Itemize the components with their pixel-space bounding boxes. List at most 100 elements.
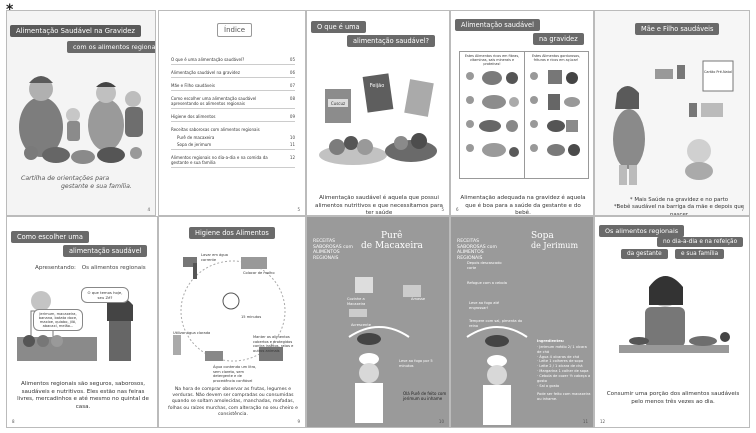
ingredient-item: · Leite 1 colheres de sopa: [537, 359, 584, 364]
soup-step-4: Tempere com sal, pimenta do reino: [469, 319, 523, 328]
recipe-side-label: RECEITAS SABOROSAS com ALIMENTOS REGIONA…: [313, 239, 353, 261]
daily-banner-4: e sua família: [675, 249, 725, 259]
toc-row[interactable]: Alimentos regionais no dia-a-dia e na co…: [171, 154, 295, 168]
index-title: Índice: [217, 23, 253, 37]
mother-child-note-2: *Bebê saudável na barriga da mãe e depoi…: [613, 204, 745, 216]
page-number: 4: [147, 207, 150, 212]
page-number: 12: [600, 419, 606, 424]
page-number: 5: [441, 207, 444, 212]
soup-step-2: Refogue com a cebola: [467, 281, 507, 285]
label-cuscuz: Cuscuz: [331, 101, 345, 106]
cover-subtitle-banner: com os alimentos regionais: [67, 41, 155, 53]
toc-page: 10: [289, 135, 295, 140]
ingredients-title: Ingredientes:: [537, 339, 565, 343]
toc-label: Alimentação saudável na gravidez: [171, 70, 240, 75]
page-number: 8: [12, 419, 15, 424]
toc-label: Mãe e Filho saudáveis: [171, 83, 215, 88]
soup-step-1: Depois descascado corte: [467, 261, 502, 270]
toc-label: Sopa de jerimum: [177, 142, 212, 147]
recipe-step-2: Amasse: [411, 297, 426, 301]
recipe-title-1: Purê: [381, 231, 403, 241]
mother-child-notes: * Mais Saúde na gravidez e no parto *Beb…: [609, 197, 749, 216]
toc-page: 05: [289, 57, 295, 62]
hygiene-cycle-illustration: [173, 257, 286, 362]
ingredient-item: · Leite 2 / 1 xícara de chá: [537, 364, 583, 369]
recipe-chef-note: Olá Purê de feito com jerimum ou inhame: [403, 391, 447, 402]
mother-child-note-1: * Mais Saúde na gravidez e no parto: [629, 197, 729, 203]
recipe-step-4: Leve ao fogo por 5 minutos: [399, 359, 433, 368]
daily-banner-2: no dia-a-dia e na refeição: [657, 237, 744, 247]
toc-label: Receitas saborosas com alimentos regiona…: [171, 127, 260, 132]
choose-text: Alimentos regionais são seguros, saboros…: [17, 381, 149, 410]
food-comparison-illustration: [466, 70, 580, 157]
toc-page: 07: [289, 83, 295, 88]
recipe-step-1: Cozinhe a Macaxeira: [347, 297, 366, 306]
page-number: 7: [741, 207, 744, 212]
page-food-hygiene: Higiene dos Alimentos Lavar em água corr…: [158, 216, 306, 428]
hygiene-step-1: Lavar em água corrente: [201, 253, 228, 262]
mother-child-illustration: Cartão Pré-Natal: [613, 60, 734, 185]
pregnancy-banner-2: na gravidez: [533, 33, 584, 45]
recipe-title: Sopa de Jerimum: [531, 231, 578, 250]
page-mother-child: Mãe e Filho saudáveis Cartão Pré-Natal *…: [594, 10, 750, 216]
toc-label: Alimentos regionais no dia-a-dia e na co…: [171, 155, 268, 165]
daily-banner-3: da gestante: [621, 249, 668, 259]
daily-text: Consumir uma porção dos alimentos saudáv…: [606, 391, 740, 405]
choose-subtitle-value: Os alimentos regionais: [81, 265, 146, 271]
hygiene-step-4: Utilizar água clorada: [173, 331, 211, 335]
toc-row[interactable]: Alimentação saudável na gravidez 06: [171, 69, 295, 78]
page-pregnancy-food: Alimentação saudável na gravidez Estes A…: [450, 10, 594, 216]
page-number: 6: [456, 207, 459, 212]
healthy-banner-1: O que é uma: [311, 21, 366, 33]
chef-illustration: [348, 277, 421, 423]
page-number: 10: [438, 419, 444, 424]
recipe-side-label: RECEITAS SABOROSAS com ALIMENTOS REGIONA…: [457, 239, 497, 261]
speech-bubble-question: O que temos hoje, seu Zé?: [81, 287, 129, 303]
page-number: 9: [297, 419, 300, 424]
pregnancy-banner-1: Alimentação saudável: [455, 19, 540, 31]
soup-extra-note: Pode ser feito com macaxeira ou inhame.: [537, 392, 591, 402]
toc-page: 08: [289, 96, 295, 101]
woman-cooking-illustration: [619, 276, 730, 353]
toc-row[interactable]: Como escolher uma alimentação saudável a…: [171, 95, 295, 109]
mother-child-banner: Mãe e Filho saudáveis: [635, 23, 720, 35]
toc-row[interactable]: Receitas saborosas com alimentos regiona…: [171, 126, 295, 134]
toc-row[interactable]: Mãe e Filho saudáveis 07: [171, 82, 295, 91]
toc-page: 12: [289, 155, 295, 160]
recipe-title-2: de Macaxeira: [361, 241, 423, 251]
daily-banner-1: Os alimentos regionais: [599, 225, 685, 237]
choose-banner-1: Como escolher uma: [11, 231, 89, 243]
hygiene-banner: Higiene dos Alimentos: [189, 227, 275, 239]
pregnancy-text: Alimentação adequada na gravidez é aquel…: [460, 195, 586, 216]
market-illustration: [17, 291, 133, 361]
toc-page: 06: [289, 70, 295, 75]
cover-caption: Cartilha de orientações para gestante e …: [21, 175, 151, 192]
recipe-title-1: Sopa: [531, 231, 554, 241]
page-number: 5: [297, 207, 300, 212]
hygiene-step-3: 15 minutos: [241, 315, 262, 319]
page-recipe-pure: RECEITAS SABOROSAS com ALIMENTOS REGIONA…: [306, 216, 450, 428]
healthy-text: Alimentação saudável é aquela que possui…: [315, 195, 443, 216]
ingredient-item: · Cebola de cozer ½ cabeça a gosto: [537, 373, 591, 383]
healthy-banner-2: alimentação saudável?: [347, 35, 435, 47]
toc-page: 09: [289, 114, 295, 119]
toc-row[interactable]: O que é uma alimentação saudável? 05: [171, 56, 295, 65]
page-choose-food: Como escolher uma alimentação saudável A…: [6, 216, 158, 428]
hygiene-step-2: Colocar de molho: [243, 271, 275, 275]
chef-illustration: [466, 326, 528, 425]
recipe-title-2: de Jerimum: [531, 241, 579, 250]
bad-foods-heading: Estes Alimentos gordurosos, frituras e r…: [531, 54, 581, 62]
hygiene-text: Na hora de comprar observar as frutas, l…: [168, 387, 298, 417]
index-list: O que é uma alimentação saudável? 05 Alim…: [171, 56, 295, 172]
good-foods-heading: Estes Alimentos ricos em fibras, vitamin…: [464, 54, 520, 66]
cover-caption-line1: Cartilha de orientações para: [21, 175, 110, 182]
healthy-food-illustration: Cuscuz Feijão: [319, 73, 437, 165]
cover-family-illustration: [19, 76, 143, 164]
toc-label: O que é uma alimentação saudável?: [171, 57, 245, 62]
choose-subtitle-label: Apresentando:: [35, 265, 76, 271]
ingredient-item: · Jerimum médio 2/ 1 xícara de chá: [537, 344, 587, 354]
ingredient-item: · Margarina 1 colher de sopa: [537, 369, 589, 374]
